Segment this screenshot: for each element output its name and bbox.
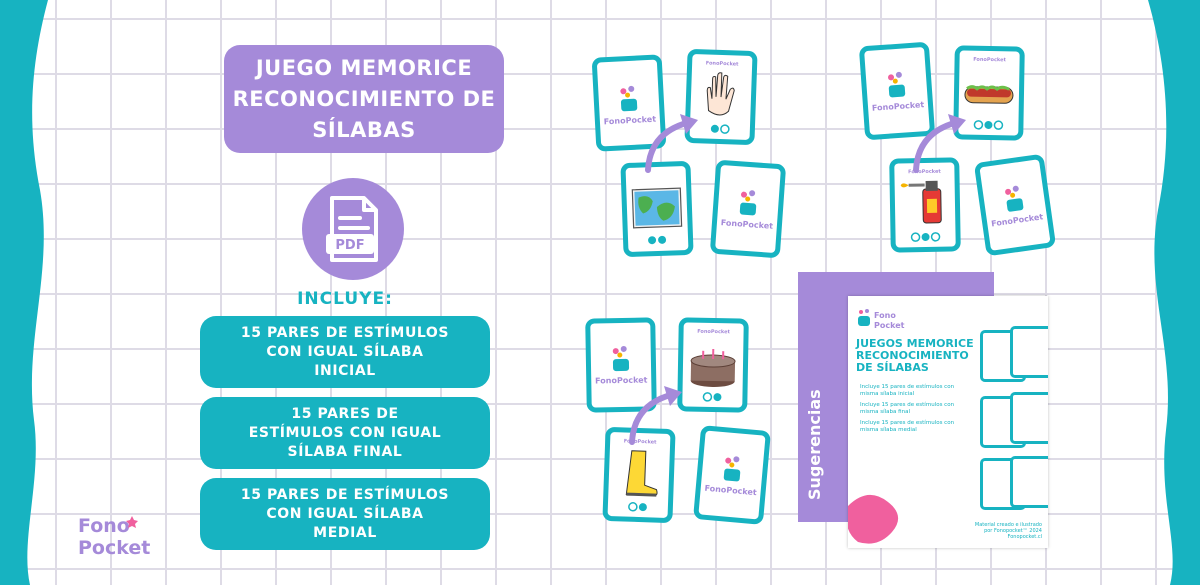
brand-line-2: Pocket xyxy=(78,537,150,558)
booklet-bullet: Incluye 15 pares de estímulos con misma … xyxy=(860,384,955,397)
mini-card xyxy=(1010,456,1048,508)
brand-logo: Fono Pocket xyxy=(78,515,150,558)
item-final: 15 PARES DE ESTÍMULOS CON IGUAL SÍLABA FIN… xyxy=(200,397,490,469)
right-wave-decoration xyxy=(1148,0,1200,585)
jar-icon xyxy=(739,202,757,216)
card-logo: FonoPocket xyxy=(709,159,787,259)
item-medial-l3: MEDIAL xyxy=(313,524,377,541)
left-wave-decoration xyxy=(0,0,48,585)
card-map xyxy=(620,160,694,258)
card-small-logo: FonoPocket xyxy=(697,329,730,336)
item-final-l1: 15 PARES DE xyxy=(291,405,399,422)
item-initial-l1: 15 PARES DE ESTÍMULOS xyxy=(240,324,450,341)
jar-icon xyxy=(723,468,741,482)
jar-icon xyxy=(612,358,630,372)
booklet-title: JUEGOS MEMORICE RECONOCIMIENTO DE SÍLABA… xyxy=(856,338,976,374)
card-small-logo: FonoPocket xyxy=(973,57,1006,64)
card-logo: FonoPocket xyxy=(973,153,1057,257)
card-logo: FonoPocket xyxy=(585,317,657,413)
card-logo-text: FonoPocket xyxy=(704,484,757,498)
pink-blob-decoration xyxy=(848,495,898,544)
booklet-cover: Fono Pocket JUEGOS MEMORICE RECONOCIMIEN… xyxy=(848,296,1048,548)
jar-icon xyxy=(888,84,906,98)
card-logo: FonoPocket xyxy=(591,54,667,152)
booklet-footer-3: Fonopocket.cl xyxy=(1007,534,1042,540)
card-logo-text: FonoPocket xyxy=(721,218,774,231)
item-final-l2: ESTÍMULOS CON IGUAL xyxy=(248,424,442,441)
item-initial-l2: CON IGUAL SÍLABA xyxy=(266,343,424,360)
card-logo-text: FonoPocket xyxy=(872,100,925,113)
card-boot: FonoPocket xyxy=(602,426,676,524)
booklet-logo-2: Pocket xyxy=(874,321,905,330)
hand-icon xyxy=(706,72,735,116)
boot-icon xyxy=(625,450,658,497)
title-line-2: RECONOCIMIENTO DE xyxy=(232,87,496,111)
booklet-footer-2: por Fonopocket™ 2024 xyxy=(984,528,1042,534)
arrow-icon xyxy=(629,386,682,445)
card-hand: FonoPocket xyxy=(684,48,758,146)
includes-label: INCLUYE: xyxy=(297,289,393,309)
booklet-title-3: DE SÍLABAS xyxy=(856,361,929,374)
card-torch: FonoPocket xyxy=(889,157,961,253)
item-final-l3: SÍLABA FINAL xyxy=(287,443,403,460)
arrow-icon xyxy=(645,114,698,173)
card-logo: FonoPocket xyxy=(858,41,936,141)
item-initial: 15 PARES DE ESTÍMULOS CON IGUAL SÍLABA INI… xyxy=(200,316,490,388)
card-hotdog: FonoPocket xyxy=(953,45,1025,141)
card-small-logo: FonoPocket xyxy=(706,60,739,67)
item-medial: 15 PARES DE ESTÍMULOS CON IGUAL SÍLABA MED… xyxy=(200,478,490,550)
title-line-3: SÍLABAS xyxy=(312,118,416,142)
mini-card xyxy=(1010,392,1048,444)
card-small-logo: FonoPocket xyxy=(908,169,941,176)
brand-line-1: Fono xyxy=(78,515,130,537)
card-logo: FonoPocket xyxy=(693,425,771,525)
booklet-logo: Fono Pocket xyxy=(858,309,905,330)
card-small-logo: FonoPocket xyxy=(624,438,657,445)
card-logo-text: FonoPocket xyxy=(991,212,1044,228)
booklet-bullets: Incluye 15 pares de estímulos con misma … xyxy=(860,384,970,438)
booklet-footer: Material creado e ilustrado por Fonopock… xyxy=(972,522,1042,540)
item-medial-l2: CON IGUAL SÍLABA xyxy=(266,505,424,522)
booklet-side-label: Sugerencias xyxy=(805,389,824,500)
booklet-bullet: Incluye 15 pares de estímulos con misma … xyxy=(860,402,955,415)
card-cake: FonoPocket xyxy=(677,317,749,413)
item-medial-l1: 15 PARES DE ESTÍMULOS xyxy=(240,486,450,503)
booklet-title-1: JUEGOS MEMORICE xyxy=(856,337,974,350)
item-initial-l3: INICIAL xyxy=(314,362,376,379)
jar-icon xyxy=(1006,198,1024,212)
booklet-logo-1: Fono xyxy=(874,311,896,320)
title-line-1: JUEGO MEMORICE xyxy=(255,56,473,80)
pdf-icon: PDF xyxy=(302,178,404,280)
booklet-title-2: RECONOCIMIENTO xyxy=(856,349,969,362)
arrow-icon xyxy=(913,114,966,173)
mini-card xyxy=(1010,326,1048,378)
booklet-bullet: Incluye 15 pares de estímulos con misma … xyxy=(860,420,955,433)
pdf-label: PDF xyxy=(335,238,364,253)
star-icon xyxy=(126,516,138,528)
jar-icon xyxy=(620,98,638,112)
card-logo-text: FonoPocket xyxy=(595,376,648,386)
card-logo-text: FonoPocket xyxy=(604,115,657,127)
booklet-footer-1: Material creado e ilustrado xyxy=(974,522,1042,528)
title-box: JUEGO MEMORICE RECONOCIMIENTO DE SÍLABAS xyxy=(224,45,504,153)
